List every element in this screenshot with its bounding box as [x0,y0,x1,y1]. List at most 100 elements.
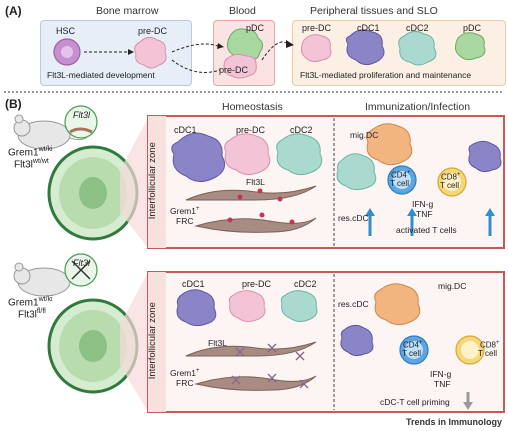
bottom-cd4-sup: + [419,340,423,346]
bottom-tnf-label: TNF [434,379,451,389]
top-cd8-text: CD8 [441,172,458,182]
bottom-cdc1-label: cDC1 [182,279,205,289]
bottom-interfollicular-label: Interfollicular zone [146,302,158,380]
periph-caption: Flt3L-mediated proliferation and mainten… [300,70,472,80]
top-immune-cdc1-cell [468,140,502,173]
blood-pdc-label: pDC [246,23,265,33]
top-cd4-label: CD4+ [391,170,411,180]
periph-pdc-label: pDC [463,23,482,33]
bone-marrow-heading: Bone marrow [96,5,159,17]
peripheral-cdc1-cell [345,29,385,66]
bottom-cd8-sup: + [496,340,500,346]
bottom-res-cdc-cell [340,324,374,357]
bottom-frc-cell-2 [194,375,317,391]
bottom-grem1-label: Grem1+ [170,368,200,377]
bottom-frc-cell-1 [185,341,317,357]
bottom-mouse-gene-2: Flt3l [18,309,37,321]
top-cd4-sup: + [407,170,411,176]
top-cdc2-label: cDC2 [290,125,313,135]
bottom-cdc1-cell [176,289,217,327]
bottom-mig-dc-label: mig.DC [438,281,467,291]
top-flt3l-label: Flt3L [246,177,265,187]
bottom-pre-dc-cell [228,290,266,323]
top-interfollicular-label: Interfollicular zone [146,142,158,220]
top-grem1-label: Grem1+ [170,206,200,215]
bm-pre-dc-label: pre-DC [138,26,168,36]
panel-b-letter: (B) [5,97,22,111]
bottom-cd8-tcell-label: T cell [478,349,497,358]
pre-dc-cell-bm [134,36,167,69]
top-gene-label: Flt3l [73,110,91,120]
top-cd8-label: CD8+ [441,172,461,182]
top-activated-label: activated T cells [396,225,457,235]
bottom-flt3l-label: Flt3L [208,338,227,348]
bottom-cd4-text: CD4 [403,340,420,350]
top-cd4-tcell-label: T cell [390,179,409,188]
pdc-cell-blood [226,28,264,61]
top-tnf-label: TNF [416,209,433,219]
periph-cdc2-label: cDC2 [406,23,429,33]
top-mouse-gene-1: Grem1 [8,147,39,159]
top-cd8-tcell-label: T cell [440,181,459,190]
top-mouse-sup-2: wt/wt [32,158,49,165]
top-mouse-gene-2: Flt3l [14,159,33,171]
top-res-cdc-label: res.cDC [338,213,369,223]
pre-dc-cell-blood [223,53,257,79]
top-mig-dc-label: mig.DC [350,130,379,140]
bottom-res-cdc-label: res.cDC [338,299,369,309]
mouse-bottom [13,262,71,297]
blood-pre-dc-label: pre-DC [219,65,249,75]
bottom-mouse-gene-1: Grem1 [8,297,39,309]
periph-pre-dc-label: pre-DC [302,23,332,33]
bottom-gene-label: Flt3l [73,258,91,268]
top-mouse-sup-1: wt/ki [38,146,53,153]
bottom-cd4-tcell-label: T cell [402,349,421,358]
lymph-node-top [47,145,139,241]
panel-a-letter: (A) [5,4,22,18]
bottom-frc-label: FRC [176,378,194,388]
top-cdc1-cell [171,132,226,182]
bottom-mouse-sup-1: wt/ki [38,296,53,303]
bottom-priming-label: cDC-T cell priming [380,397,450,407]
top-mig-dc-cell [366,123,413,166]
bottom-grem1-text: Grem1 [170,367,196,378]
periph-cdc1-label: cDC1 [357,23,380,33]
top-grem1-sup: + [195,206,200,212]
peripheral-pdc-cell [454,32,486,61]
peripheral-heading: Peripheral tissues and SLO [310,5,438,17]
top-mouse-genotype-2: Flt3lwt/wt [14,158,49,170]
blood-heading: Blood [229,5,256,17]
top-cd8-sup: + [457,172,461,178]
lymph-node-bottom [47,298,139,394]
top-frc-cell-1 [185,185,317,201]
peripheral-pre-dc-cell [300,34,332,63]
mouse-top [13,114,89,150]
top-cdc1-label: cDC1 [174,125,197,135]
bottom-cd8-label: CD8+ [480,340,500,350]
top-cdc2-cell [276,133,323,176]
top-pre-dc-label: pre-DC [236,125,266,135]
footer-journal: Trends in Immunology [405,417,502,427]
bottom-pre-dc-label: pre-DC [242,279,272,289]
top-cd4-text: CD4 [391,170,408,180]
top-ifn-label: IFN-g [412,199,434,209]
bottom-mouse-genotype-2: Flt3lfl/fl [18,308,46,320]
bottom-mig-dc-cell [374,283,421,326]
bottom-grem1-sup: + [195,368,200,374]
immunization-heading: Immunization/Infection [365,101,471,113]
top-frc-cell-2 [194,217,317,233]
top-res-cdc-cell [336,153,377,191]
homeostasis-heading: Homeostasis [222,101,283,113]
bottom-mouse-genotype-1: Grem1wt/ki [8,296,53,308]
bottom-ifn-label: IFN-g [430,369,452,379]
bm-caption: Flt3L-mediated development [47,70,155,80]
top-pre-dc-cell [224,133,271,176]
bottom-cdc2-cell [280,290,318,323]
bottom-cd4-label: CD4+ [403,340,423,350]
top-frc-label: FRC [176,216,194,226]
bottom-mouse-sup-2: fl/fl [36,308,46,315]
top-mouse-genotype-1: Grem1wt/ki [8,146,53,158]
hsc-label: HSC [56,26,76,36]
